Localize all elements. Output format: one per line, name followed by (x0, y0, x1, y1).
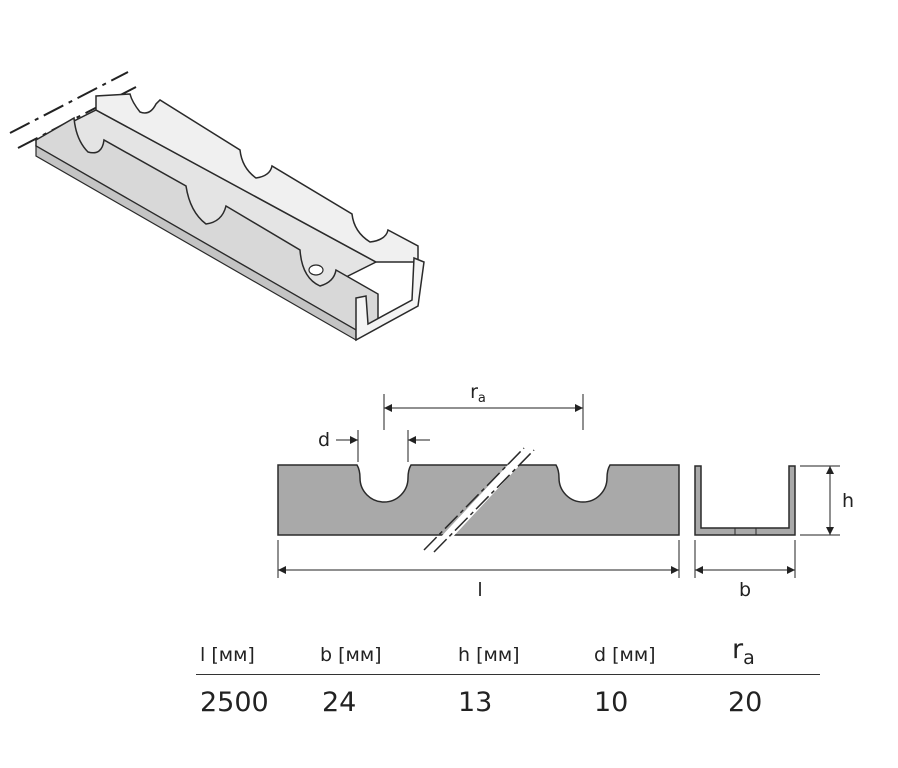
spec-table: l [мм] b [мм] h [мм] d [мм] ra 2500 24 1… (196, 634, 820, 718)
header-ra-sub: a (743, 647, 755, 669)
break-line-a (423, 447, 525, 551)
header-ra: ra (732, 634, 755, 669)
d-label: d (318, 429, 330, 451)
isometric-channel-view (9, 71, 425, 342)
header-h: h [мм] (458, 644, 520, 666)
channel-back-wall (95, 93, 419, 263)
spec-header-row: l [мм] b [мм] h [мм] d [мм] ra (196, 634, 820, 675)
l-label: l (477, 579, 482, 601)
value-h: 13 (458, 687, 493, 718)
cross-section-view: h b (694, 465, 854, 601)
value-b: 24 (322, 687, 357, 718)
value-d: 10 (594, 687, 629, 718)
break-line-bottom (17, 86, 137, 149)
header-ra-main: r (732, 634, 744, 665)
value-ra: 20 (728, 687, 763, 718)
side-view: ra d l (277, 381, 680, 601)
header-b: b [мм] (320, 644, 382, 666)
u-profile (694, 465, 796, 536)
b-label: b (739, 579, 751, 601)
channel-front-wall (35, 116, 379, 331)
header-l: l [мм] (200, 644, 255, 666)
break-line-b (433, 449, 535, 553)
h-label: h (842, 490, 854, 512)
value-l: 2500 (200, 687, 269, 718)
floor-hole (308, 264, 324, 276)
break-gap (438, 452, 532, 540)
ra-label: ra (470, 381, 486, 406)
channel-end-profile (355, 256, 425, 342)
break-line-top (9, 71, 129, 134)
spec-value-row: 2500 24 13 10 20 (196, 675, 820, 718)
header-d: d [мм] (594, 644, 656, 666)
